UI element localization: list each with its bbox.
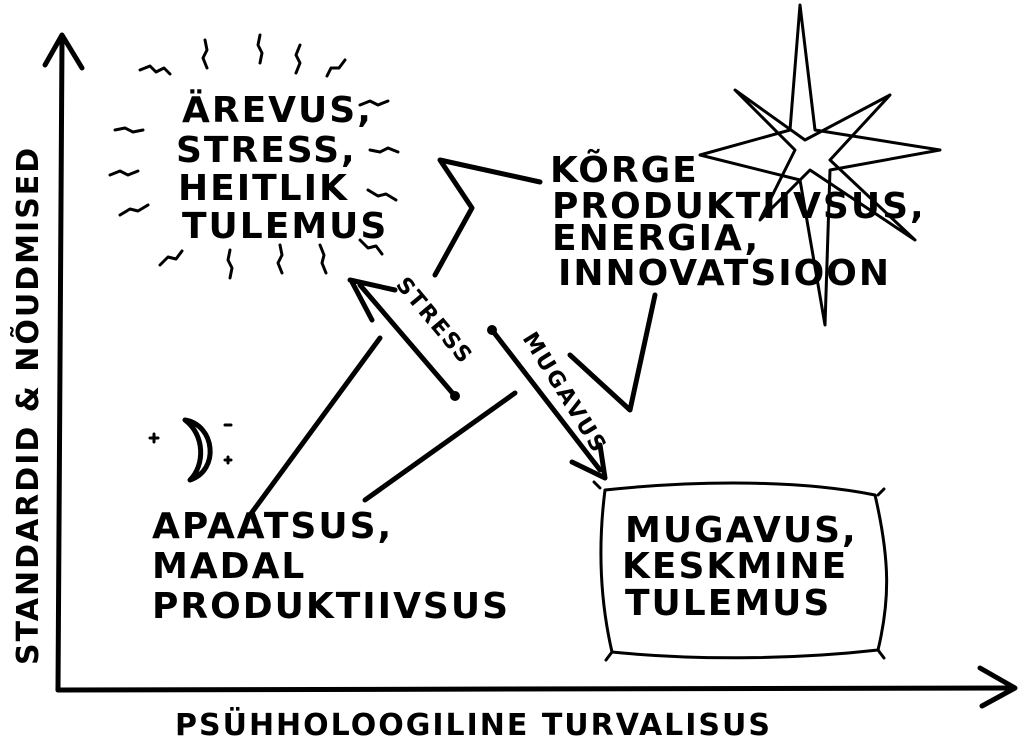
connector-apaatsus-left [250, 338, 380, 515]
x-axis-title: PSÜHHOLOOGILINE TURVALISUS [175, 706, 772, 743]
quadrant-text-line: HEITLIK [178, 168, 349, 209]
quadrant-text-line: STRESS, [176, 130, 357, 171]
quadrant-bottom-left: APAATSUS, MADAL PRODUKTIIVSUS [152, 506, 510, 627]
quadrant-top-left: ÄREVUS, STRESS, HEITLIK TULEMUS [176, 89, 388, 247]
quadrant-text-line: TULEMUS [182, 206, 388, 247]
y-axis [45, 35, 82, 690]
x-axis [58, 668, 1015, 706]
connector-apaatsus-right [365, 393, 515, 500]
quadrant-bottom-right: MUGAVUS, KESKMINE TULEMUS [622, 510, 858, 624]
quadrant-text-line: MADAL [152, 546, 306, 587]
connector-topright-to-mugavus [570, 295, 655, 410]
quadrant-top-right: KÕRGE PRODUKTIIVSUS, ENERGIA, INNOVATSIO… [550, 149, 926, 294]
quadrant-text-line: MUGAVUS, [625, 510, 858, 551]
y-axis-title: STANDARDID & NÕUDMISED [9, 146, 46, 665]
connector-zigzag [435, 160, 540, 275]
quadrant-text-line: KESKMINE [622, 546, 848, 587]
moon-icon [150, 420, 231, 480]
quadrant-text-line: APAATSUS, [152, 506, 393, 547]
quadrant-text-line: TULEMUS [625, 583, 831, 624]
quadrant-text-line: KÕRGE [550, 149, 699, 191]
stress-arrow-label: STRESS [390, 273, 477, 370]
quadrant-text-line: PRODUKTIIVSUS [152, 586, 510, 627]
quadrant-text-line: INNOVATSIOON [558, 253, 891, 294]
mugavus-arrow-label: MUGAVUS [517, 328, 611, 458]
quadrant-text-line: ÄREVUS, [182, 89, 373, 131]
